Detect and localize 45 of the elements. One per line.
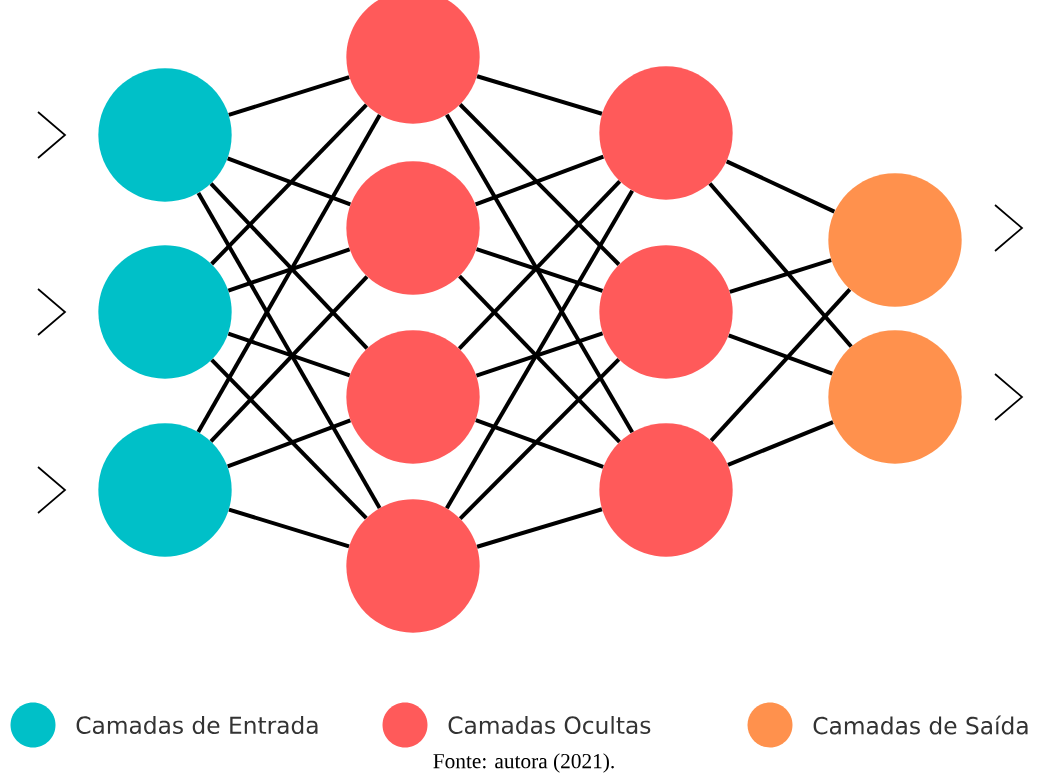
connection-line (727, 420, 834, 467)
neuron-circle (98, 423, 232, 557)
connection-line (475, 418, 604, 469)
neuron-circle (98, 68, 232, 202)
legend-label: Camadas de Entrada (76, 715, 318, 734)
connection-line (228, 507, 350, 549)
neuron-circle (98, 245, 232, 379)
connection-line (475, 331, 604, 378)
neuron-circle (346, 161, 480, 295)
connection-line (209, 182, 369, 350)
caption: Fonte: autora (2021). (433, 753, 614, 773)
connection-line (227, 331, 351, 378)
connection-line (445, 113, 634, 434)
connection-line (209, 275, 369, 443)
connection-line (708, 182, 853, 348)
connection-line (458, 103, 621, 266)
connection-line (445, 189, 634, 510)
connection-line (474, 154, 605, 207)
connection-line (210, 358, 368, 520)
connection-line (475, 247, 604, 293)
connection-line (729, 258, 832, 294)
neuron-circle (346, 330, 480, 464)
connection-line (709, 288, 852, 442)
connection-line (210, 103, 368, 266)
connection-line (458, 274, 621, 444)
connection-line (725, 159, 836, 214)
connection-line (196, 192, 382, 509)
neuron-circle (346, 499, 480, 633)
connection-line (458, 358, 621, 520)
connection-line (457, 179, 622, 351)
neuron-circle (599, 66, 733, 200)
neuron-circle (828, 330, 962, 464)
legend-label: Camadas de Saída (813, 715, 1028, 735)
connection-line (227, 418, 352, 469)
connection-line (227, 156, 352, 207)
neuron-circle (599, 245, 733, 379)
neuron-circle (599, 423, 733, 557)
connection-line (196, 114, 382, 433)
connection-line (728, 333, 833, 376)
connection-line (228, 75, 350, 117)
connection-line (476, 74, 603, 116)
connection-line (476, 507, 603, 549)
neuron-circle (828, 173, 962, 307)
connection-line (227, 247, 351, 293)
legend-label: Camadas Ocultas (448, 715, 651, 734)
